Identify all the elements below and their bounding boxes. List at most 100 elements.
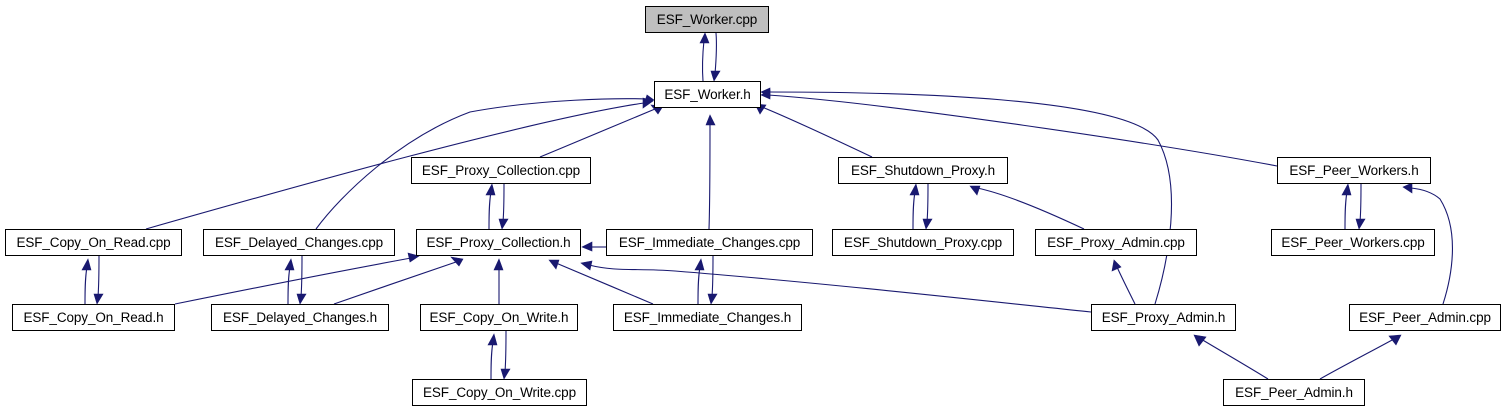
arrowhead-icon (81, 258, 92, 271)
graph-node-peer_admin_cpp[interactable]: ESF_Peer_Admin.cpp (1349, 304, 1501, 331)
graph-node-immediate_changes_cpp[interactable]: ESF_Immediate_Changes.cpp (606, 229, 813, 256)
graph-node-proxy_admin_h[interactable]: ESF_Proxy_Admin.h (1091, 304, 1236, 331)
edge-line (555, 262, 654, 305)
arrowhead-icon (581, 241, 593, 252)
edge-line (490, 341, 494, 380)
edge-line (1344, 191, 1348, 230)
graph-node-peer_admin_h[interactable]: ESF_Peer_Admin.h (1223, 379, 1365, 406)
arrowhead-icon (498, 218, 509, 230)
edge-peer_admin_cpp-to-peer_workers_h (1402, 182, 1454, 305)
edge-proxy_admin_cpp-to-shutdown_proxy_h (969, 185, 1085, 230)
arrowhead-icon (707, 293, 718, 305)
arrowhead-icon (760, 89, 771, 100)
arrowhead-icon (909, 183, 920, 196)
arrowhead-icon (1341, 183, 1352, 196)
graph-node-proxy_collection_h[interactable]: ESF_Proxy_Collection.h (416, 229, 581, 256)
edge-line (708, 121, 711, 230)
edge-proxy_collection_h-to-proxy_collection_cpp (485, 183, 496, 230)
edge-worker_cpp-to-worker_h (710, 32, 721, 82)
edge-proxy_admin_h-to-proxy_collection_h (580, 260, 1092, 313)
edge-peer_workers_h-to-worker_h (760, 89, 1278, 167)
arrowhead-icon (487, 333, 498, 346)
edge-proxy_collection_cpp-to-worker_h (539, 104, 664, 158)
edge-copy_on_write_h-to-proxy_collection_h (493, 258, 504, 304)
arrowhead-icon (500, 368, 511, 380)
edge-line (502, 183, 505, 223)
edge-line (976, 187, 1085, 230)
edge-proxy_admin_h-to-proxy_admin_cpp (1111, 259, 1136, 305)
edge-delayed_changes_cpp-to-delayed_changes_h (296, 255, 307, 305)
edge-line (912, 191, 916, 230)
graph-node-delayed_changes_h[interactable]: ESF_Delayed_Changes.h (211, 304, 389, 331)
graph-node-worker_h[interactable]: ESF_Worker.h (654, 81, 761, 108)
graph-node-peer_workers_h[interactable]: ESF_Peer_Workers.h (1277, 157, 1431, 184)
arrowhead-icon (1402, 182, 1413, 194)
graph-node-copy_on_write_h[interactable]: ESF_Copy_On_Write.h (420, 304, 578, 331)
edge-line (767, 94, 1278, 167)
edge-shutdown_proxy_cpp-to-shutdown_proxy_h (909, 183, 920, 230)
graph-node-shutdown_proxy_cpp[interactable]: ESF_Shutdown_Proxy.cpp (832, 229, 1014, 256)
edge-line (97, 255, 100, 298)
graph-node-copy_on_read_h[interactable]: ESF_Copy_On_Read.h (12, 304, 175, 331)
edge-line (145, 102, 645, 230)
edge-line (1410, 187, 1454, 305)
edge-proxy_admin_h-to-worker_h (760, 87, 1172, 305)
arrowhead-icon (969, 185, 981, 196)
arrowhead-icon (922, 218, 933, 230)
arrowhead-icon (548, 259, 560, 270)
edge-line (1200, 338, 1269, 380)
graph-node-proxy_admin_cpp[interactable]: ESF_Proxy_Admin.cpp (1035, 229, 1197, 256)
edge-line (702, 39, 705, 82)
graph-node-delayed_changes_cpp[interactable]: ESF_Delayed_Changes.cpp (203, 229, 395, 256)
edge-shutdown_proxy_h-to-shutdown_proxy_cpp (922, 183, 933, 230)
edge-line (761, 106, 873, 158)
edge-line (588, 264, 1092, 313)
arrowhead-icon (93, 293, 104, 305)
edge-line (174, 257, 412, 305)
edge-copy_on_read_h-to-copy_on_read_cpp (81, 258, 92, 305)
edge-copy_on_read_h-to-proxy_collection_h (174, 252, 420, 305)
edge-line (711, 255, 714, 298)
graph-node-proxy_collection_cpp[interactable]: ESF_Proxy_Collection.cpp (411, 157, 591, 184)
edge-copy_on_read_cpp-to-copy_on_read_h (93, 255, 104, 305)
graph-node-copy_on_read_cpp[interactable]: ESF_Copy_On_Read.cpp (5, 229, 182, 256)
arrowhead-icon (699, 32, 710, 44)
arrowhead-icon (493, 258, 504, 271)
edge-worker_h-to-worker_cpp (699, 32, 710, 82)
edge-line (926, 183, 929, 223)
edge-line (84, 266, 88, 305)
edge-delayed_changes_h-to-proxy_collection_h (333, 256, 464, 305)
arrowhead-icon (694, 258, 705, 271)
edge-copy_on_write_h-to-copy_on_write_cpp (500, 330, 511, 380)
edge-copy_on_write_cpp-to-copy_on_write_h (487, 333, 498, 380)
graph-node-shutdown_proxy_h[interactable]: ESF_Shutdown_Proxy.h (838, 157, 1008, 184)
arrowhead-icon (643, 94, 655, 105)
edge-line (504, 330, 507, 373)
edge-proxy_collection_cpp-to-proxy_collection_h (498, 183, 509, 230)
edge-line (539, 108, 656, 158)
edge-line (300, 255, 303, 298)
edge-peer_workers_cpp-to-peer_workers_h (1341, 183, 1352, 230)
edge-line (1319, 338, 1395, 380)
arrowhead-icon (1111, 259, 1122, 272)
graph-node-copy_on_write_cpp[interactable]: ESF_Copy_On_Write.cpp (412, 379, 587, 406)
graph-node-peer_workers_cpp[interactable]: ESF_Peer_Workers.cpp (1271, 229, 1435, 256)
edge-line (315, 98, 647, 230)
edge-immediate_changes_cpp-to-immediate_changes_h (707, 255, 718, 305)
graph-node-worker_cpp[interactable]: ESF_Worker.cpp (645, 6, 769, 33)
arrowhead-icon (296, 293, 307, 305)
edge-peer_admin_h-to-peer_admin_cpp (1319, 334, 1402, 380)
arrowhead-icon (705, 114, 716, 126)
arrowhead-icon (1193, 334, 1207, 347)
edge-peer_workers_h-to-peer_workers_cpp (1355, 183, 1366, 230)
graph-node-immediate_changes_h[interactable]: ESF_Immediate_Changes.h (613, 304, 802, 331)
arrowhead-icon (485, 183, 496, 196)
edge-line (767, 91, 1172, 305)
edge-immediate_changes_h-to-proxy_collection_h (548, 259, 654, 305)
arrowhead-icon (710, 70, 721, 82)
arrowhead-icon (580, 260, 593, 271)
edge-shutdown_proxy_h-to-worker_h (754, 103, 873, 158)
edge-peer_admin_h-to-proxy_admin_h (1193, 334, 1269, 380)
arrowhead-icon (1388, 334, 1402, 346)
